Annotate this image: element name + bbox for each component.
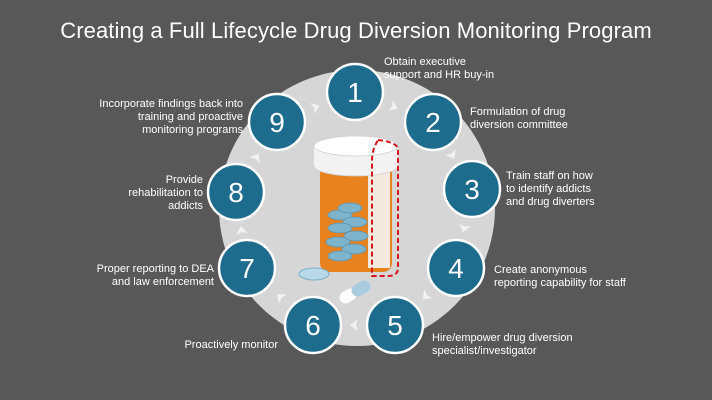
step-circle-shape [217,238,277,298]
step-number: 7 [239,253,255,284]
step-circle-4: 4 [426,238,486,298]
step-label-line: Proper reporting to DEA [96,263,214,275]
step-number: 4 [448,253,464,284]
step-circle-2: 2 [403,92,463,152]
chevron-arrow-icon [276,293,287,304]
chevron-arrow-icon [422,289,433,300]
step-number: 8 [228,177,244,208]
step-label-line: Create anonymous [494,264,587,276]
step-circle-5: 5 [365,295,425,355]
step-circle-shape [325,62,385,122]
chevron-arrow-icon [445,149,456,159]
chevron-arrow-icon [350,319,358,331]
step-circle-3: 3 [442,159,502,219]
chevron-arrow-icon [458,223,471,233]
step-number: 9 [269,107,285,138]
step-circle-shape [247,92,307,152]
step-circle-shape [426,238,486,298]
step-label-line: Proactively monitor [184,339,278,351]
step-circle-shape [365,295,425,355]
step-label-line: Obtain executive [384,56,466,68]
step-circle-shape [442,159,502,219]
step-circle-8: 8 [206,162,266,222]
step-label-line: to identify addicts [506,183,591,195]
step-circle-shape [283,295,343,355]
chevron-arrow-icon [249,153,260,164]
step-number: 3 [464,174,480,205]
step-circles: 1 2 3 4 5 6 7 8 9 [206,62,502,355]
chevron-arrow-icon [236,226,249,235]
cycle-arrows [236,99,471,331]
step-label-line: Hire/empower drug diversion [432,332,573,344]
step-number: 6 [305,310,321,341]
step-label-line: and drug diverters [506,196,595,208]
step-label-6: Proactively monitor [184,339,278,352]
chevron-arrow-icon [388,99,398,112]
step-number: 1 [347,77,363,108]
step-number: 5 [387,310,403,341]
step-label-line: addicts [168,200,203,212]
pill-bottle-icon [298,135,399,304]
step-circle-9: 9 [247,92,307,152]
step-circle-shape [403,92,463,152]
step-circle-7: 7 [217,238,277,298]
step-circle-shape [206,162,266,222]
step-label-line: Incorporate findings back into [99,98,243,110]
chevron-arrow-icon [310,102,320,115]
step-label-line: reporting capability for staff [494,277,626,289]
step-label-line: Train staff on how [506,170,593,182]
step-label-line: training and proactive [137,111,243,123]
step-label-line: specialist/investigator [432,345,537,357]
step-number: 2 [425,107,441,138]
step-circle-1: 1 [325,62,385,122]
step-label-line: Provide [165,174,203,186]
step-label-line: rehabilitation to [128,187,203,199]
step-label-line: monitoring programs [142,124,243,136]
step-label-line: and law enforcement [111,276,214,288]
step-label-line: diversion committee [470,119,568,131]
page-title: Creating a Full Lifecycle Drug Diversion… [60,18,652,43]
step-label-line: support and HR buy-in [384,69,495,81]
step-label-line: Formulation of drug [470,106,566,118]
step-circle-6: 6 [283,295,343,355]
